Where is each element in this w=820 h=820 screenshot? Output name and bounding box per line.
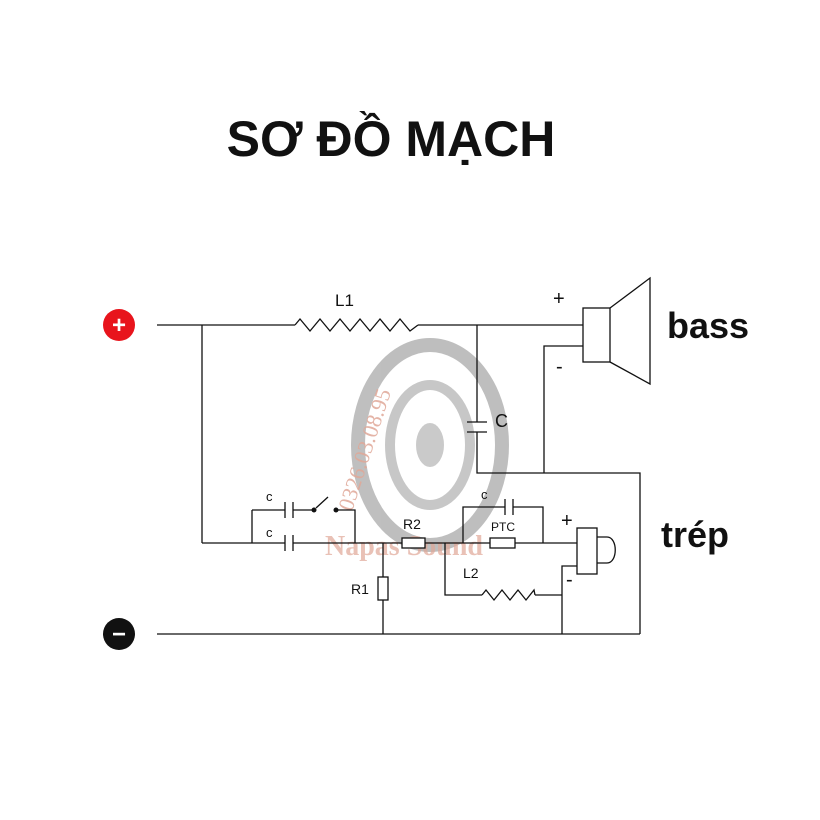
resistor-R1: R1: [351, 576, 389, 601]
resistor-PTC: PTC: [489, 520, 516, 549]
tweeter-minus-sign: -: [566, 569, 573, 591]
bass-speaker-icon: [582, 276, 651, 386]
wires: [157, 324, 641, 635]
capacitor-top: c: [266, 489, 294, 518]
positive-terminal: +: [103, 309, 135, 341]
L1-label: L1: [335, 291, 354, 310]
inductor-L2: L2: [463, 565, 536, 602]
C-ptc-label: c: [481, 487, 488, 502]
capacitor-bottom: c: [266, 525, 294, 551]
negative-terminal: −: [103, 618, 135, 650]
page-title: SƠ ĐỒ MẠCH: [226, 111, 556, 167]
R1-label: R1: [351, 581, 369, 597]
inductor-L1: L1: [294, 291, 419, 333]
switch: [311, 496, 339, 513]
treble-label: trép: [661, 514, 729, 555]
R2-label: R2: [403, 516, 421, 532]
tweeter-plus-sign: +: [561, 510, 573, 532]
bass-minus-sign: -: [556, 356, 563, 378]
L2-label: L2: [463, 565, 479, 581]
C-top-label: c: [266, 489, 273, 504]
bass-label: bass: [667, 305, 749, 346]
PTC-label: PTC: [491, 520, 515, 534]
positive-terminal-symbol: +: [112, 312, 126, 339]
capacitor-ptc-parallel: c: [481, 487, 514, 515]
capacitor-C-main: C: [467, 411, 508, 433]
bass-plus-sign: +: [553, 288, 565, 310]
tweeter-icon: [576, 527, 616, 575]
negative-terminal-symbol: −: [112, 621, 126, 648]
C-main-label: C: [495, 411, 508, 431]
C-bottom-label: c: [266, 525, 273, 540]
watermark-logo: [351, 338, 509, 552]
resistor-R2: R2: [401, 516, 426, 549]
